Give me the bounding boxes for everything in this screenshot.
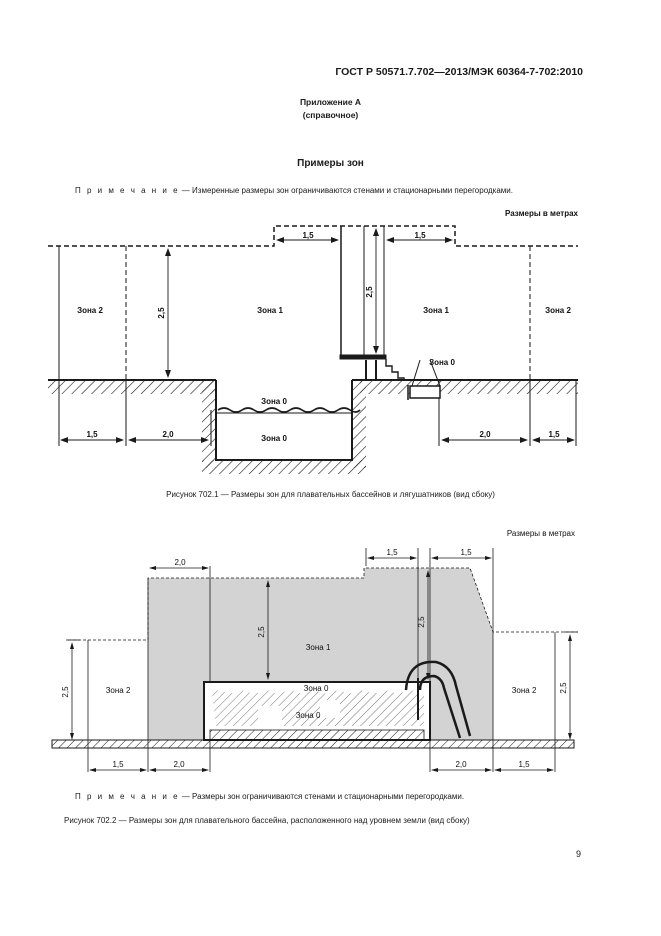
document-header: ГОСТ Р 50571.7.702—2013/МЭК 60364-7-702:…	[335, 66, 583, 78]
dimension-arrowheads	[60, 228, 575, 443]
fig2-dim-bottom-4: 1,5	[518, 760, 530, 769]
fig2-dim-bottom-1: 1,5	[112, 760, 124, 769]
fig1-dim-bottom-3: 2,0	[479, 430, 491, 439]
note-2: П р и м е ч а н и е — Размеры зон ограни…	[75, 792, 464, 801]
water-slide	[404, 660, 472, 739]
appendix-title: Приложение А	[299, 97, 362, 107]
fig2-zone0-top: Зона 0	[304, 684, 329, 693]
fig1-zone2-left: Зона 2	[77, 306, 103, 315]
fig2-dim-bottom-2: 2,0	[173, 760, 185, 769]
note-2-text: — Размеры зон ограничиваются стенами и с…	[179, 792, 465, 801]
fig1-dim-bottom-4: 1,5	[548, 430, 560, 439]
fig1-zone0-water: Зона 0	[261, 397, 287, 406]
fig2-dim-height-left: 2,5	[61, 686, 70, 698]
figure-2-units: Размеры в метрах	[507, 529, 575, 538]
note-1-prefix: П р и м е ч а н и е	[75, 186, 180, 195]
fig1-dim-bottom-1: 1,5	[86, 430, 98, 439]
fig1-dim-top-left: 1,5	[302, 231, 314, 240]
fig1-dim-height-platform: 2,5	[365, 286, 374, 298]
fig2-dim-height-right: 2,5	[559, 682, 568, 694]
figure-1-caption: Рисунок 702.1 — Размеры зон для плавател…	[166, 490, 495, 499]
fig1-zone0-pool: Зона 0	[261, 434, 287, 443]
fig2-zone0-inside: Зона 0	[296, 711, 321, 720]
diving-platform	[339, 226, 405, 380]
fig1-zone2-right: Зона 2	[545, 306, 571, 315]
fig1-zone1-left: Зона 1	[257, 306, 283, 315]
fig2-dim-top-1: 2,0	[174, 558, 186, 567]
appendix-heading: Приложение А (справочное)	[0, 96, 661, 122]
fig1-dim-height-left: 2,5	[157, 307, 166, 319]
zone-dividers	[58, 246, 577, 446]
fig2-dimension-lines	[71, 557, 571, 771]
fig1-zone1-right: Зона 1	[423, 306, 449, 315]
dimension-lines	[62, 230, 573, 441]
appendix-subtitle: (справочное)	[302, 110, 359, 120]
section-title: Примеры зон	[297, 158, 364, 169]
base-slab	[51, 739, 575, 749]
figure-702-1: Размеры в метрах	[48, 209, 579, 474]
fig2-zone1: Зона 1	[306, 643, 331, 652]
fig2-dim-top-3: 1,5	[460, 548, 472, 557]
figure-702-2: Размеры в метрах	[51, 529, 578, 772]
fig2-dim-height-zone1: 2,5	[257, 626, 266, 638]
fig2-dimension-arrowheads	[70, 556, 572, 772]
figure-1-units: Размеры в метрах	[505, 209, 579, 218]
ground	[48, 379, 578, 474]
fig1-zone0-paddling: Зона 0	[429, 358, 455, 367]
above-ground-pool	[203, 681, 431, 741]
fig1-dim-bottom-2: 2,0	[162, 430, 174, 439]
page-number: 9	[575, 849, 581, 859]
figure-2-caption: Рисунок 702.2 — Размеры зон для плавател…	[64, 816, 470, 825]
note-2-prefix: П р и м е ч а н и е	[75, 792, 180, 801]
paddling-pool	[407, 359, 441, 400]
fig2-dim-bottom-3: 2,0	[455, 760, 467, 769]
fig2-zone2-right: Зона 2	[512, 686, 537, 695]
fig2-zone2-left: Зона 2	[106, 686, 131, 695]
water-surface	[217, 407, 361, 413]
note-1: П р и м е ч а н и е — Измеренные размеры…	[75, 186, 513, 195]
note-1-text: — Измеренные размеры зон ограничиваются …	[179, 186, 513, 195]
fig1-dim-top-right: 1,5	[414, 231, 426, 240]
fig2-dim-height-slide: 2,5	[417, 616, 426, 628]
fig2-dim-top-2: 1,5	[386, 548, 398, 557]
